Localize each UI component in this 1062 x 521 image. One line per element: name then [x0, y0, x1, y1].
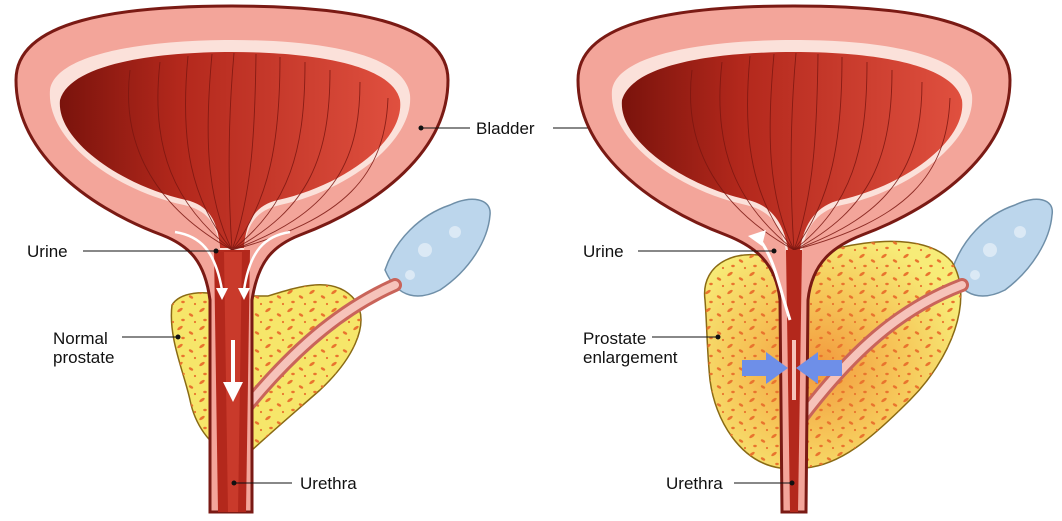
svg-text:Urine: Urine [27, 242, 68, 261]
bladder [16, 6, 448, 512]
label-prostate-left: Normal prostate [53, 329, 181, 367]
svg-text:Urethra: Urethra [300, 474, 357, 493]
label-bladder: Bladder [419, 119, 610, 138]
enlarged-prostate-diagram: Urine Prostate enlargement Urethra [578, 6, 1052, 512]
svg-text:Normal: Normal [53, 329, 108, 348]
label-prostate-right: Prostate enlargement [583, 329, 721, 367]
enlarged-prostate [705, 241, 961, 468]
svg-text:Prostate: Prostate [583, 329, 646, 348]
svg-text:Urethra: Urethra [666, 474, 723, 493]
normal-prostate-diagram: Urine Normal prostate Urethra [16, 6, 490, 512]
normal-prostate [171, 285, 361, 452]
label-urethra-right: Urethra [666, 474, 795, 493]
svg-text:Urine: Urine [583, 242, 624, 261]
svg-text:prostate: prostate [53, 348, 114, 367]
svg-text:enlargement: enlargement [583, 348, 678, 367]
svg-text:Bladder: Bladder [476, 119, 535, 138]
